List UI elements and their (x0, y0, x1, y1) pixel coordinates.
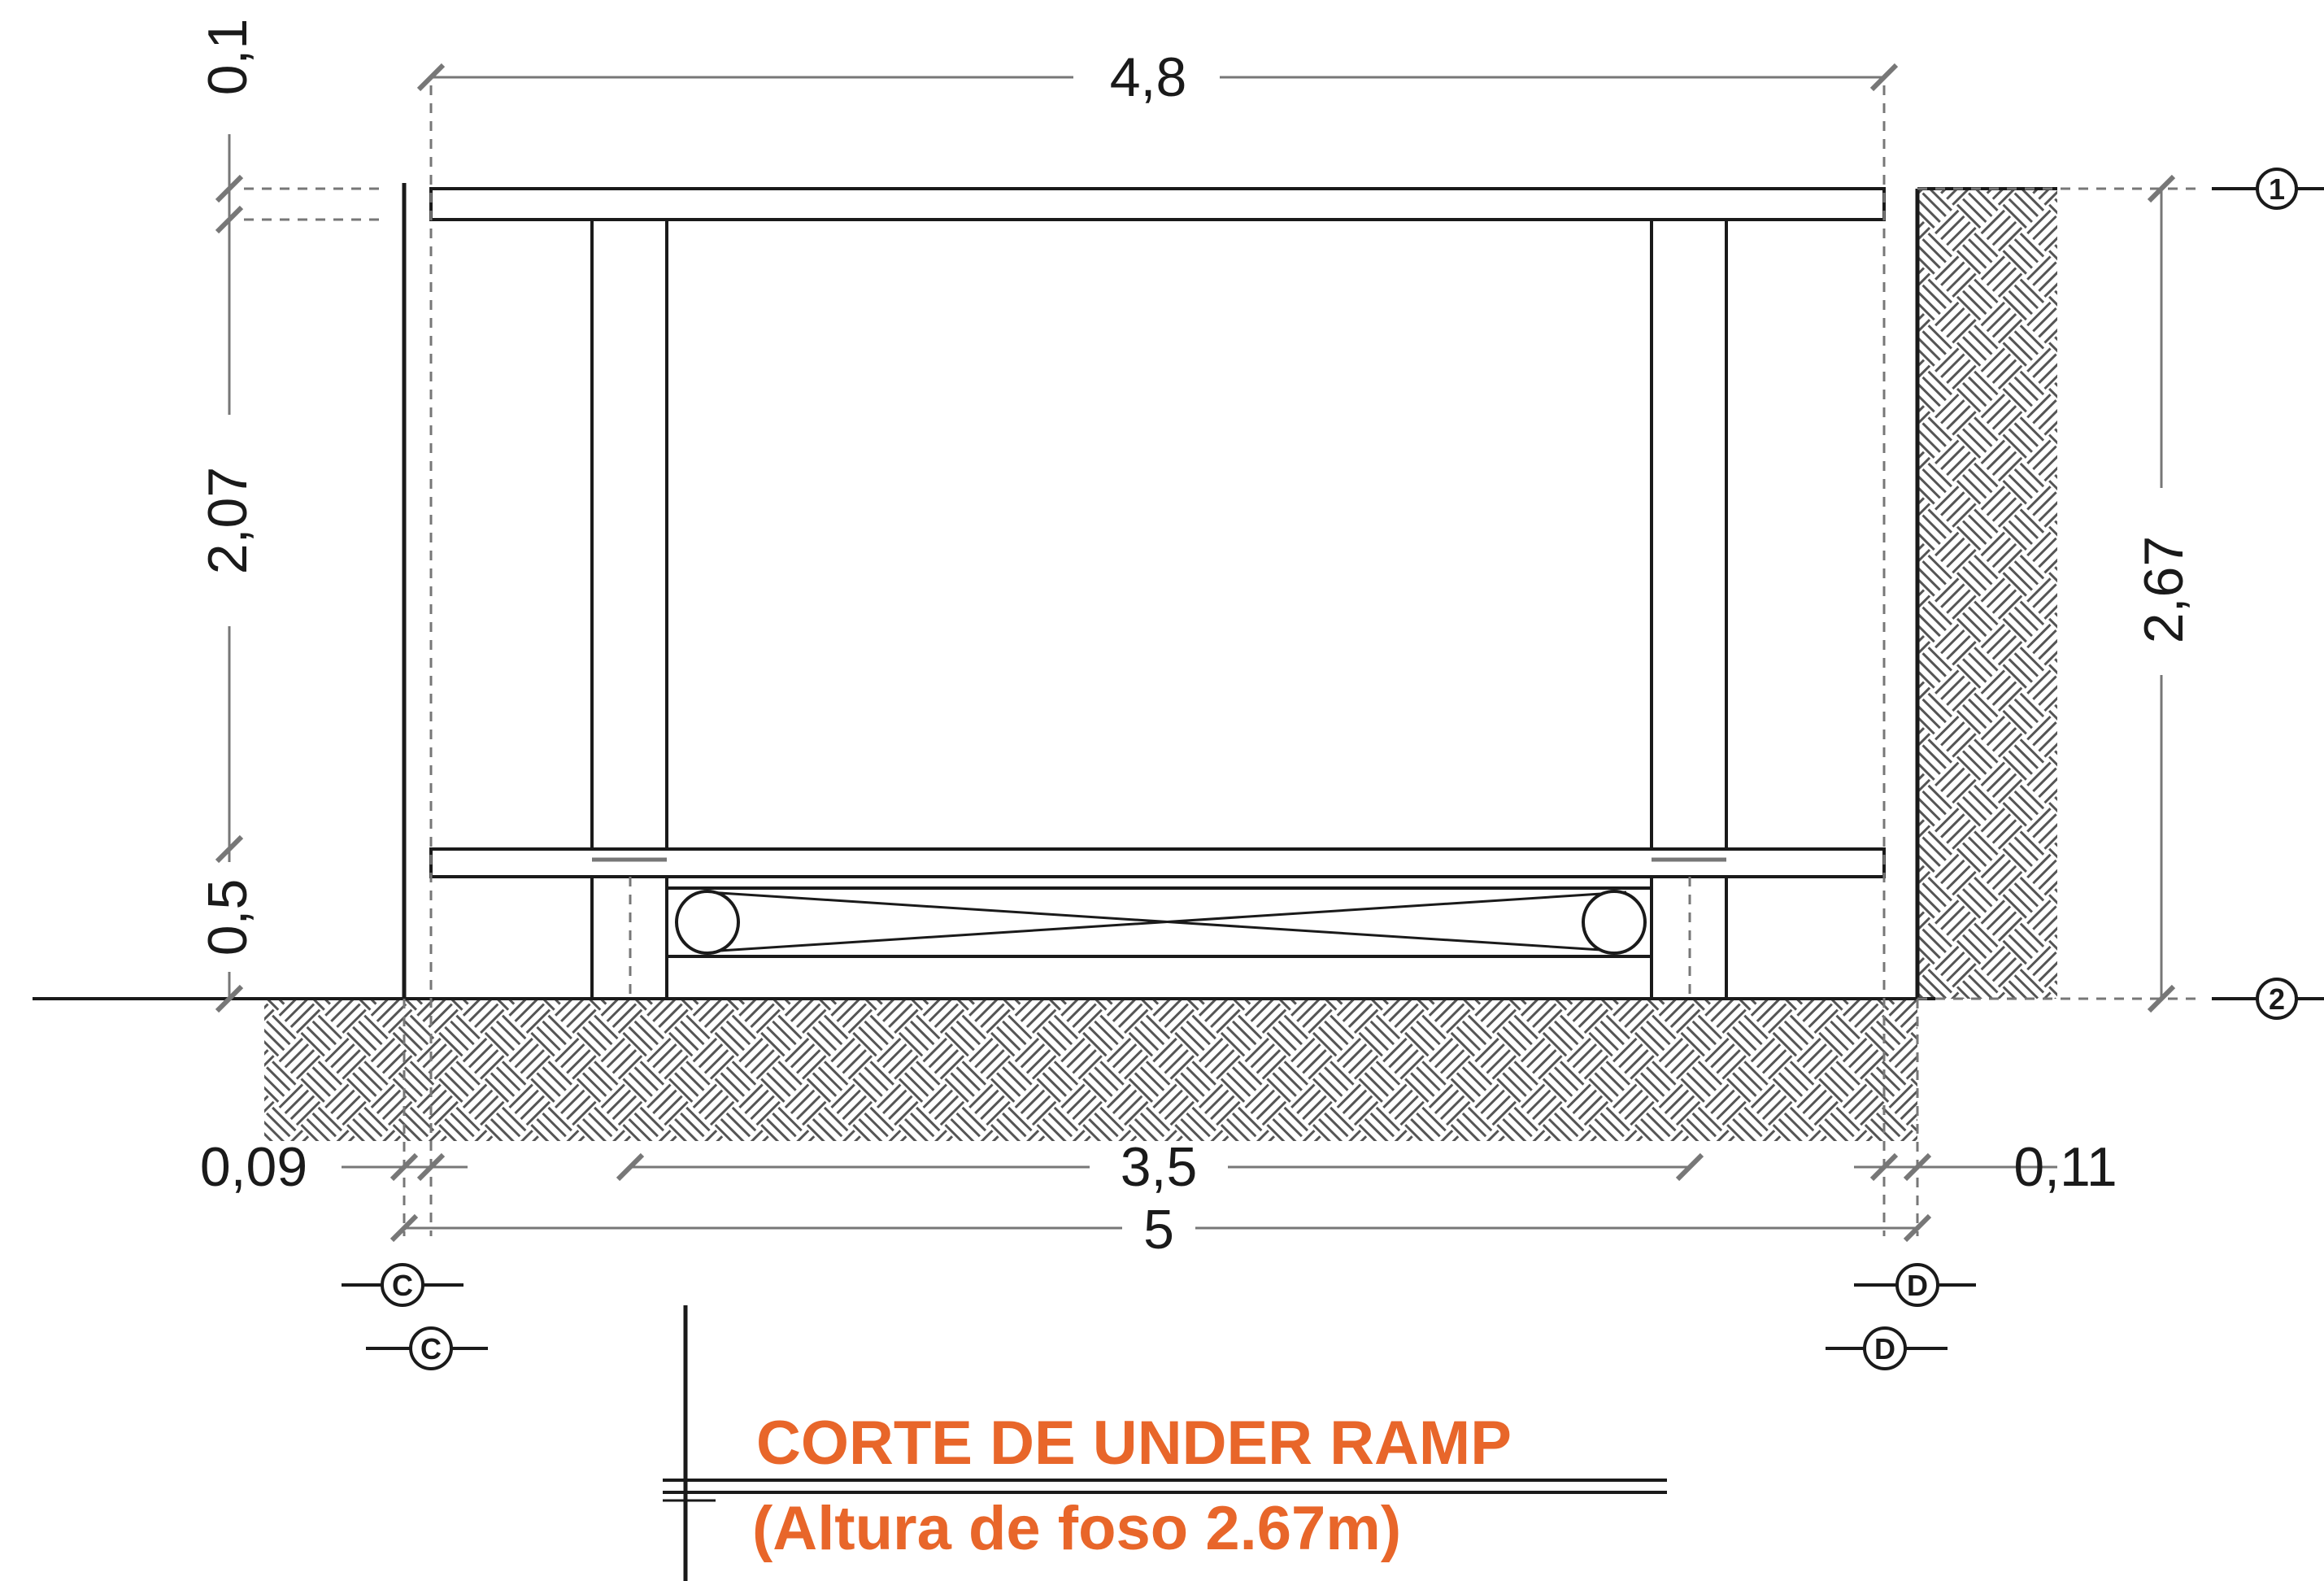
grid-marker-d-top (1895, 1263, 1939, 1307)
level-marker-2-label: 2 (2269, 982, 2285, 1016)
soil-ground (264, 999, 1917, 1141)
level-marker-1-label: 1 (2269, 172, 2285, 206)
scissor-roller-right (1582, 890, 1647, 955)
grid-marker-c-top (381, 1263, 424, 1307)
soil-right-wall (1917, 189, 2057, 999)
dim-left-base: 0,5 (197, 879, 259, 956)
diagram-title: CORTE DE UNDER RAMP (756, 1409, 1512, 1478)
dim-left-height: 2,07 (197, 467, 259, 574)
dim-right-height: 2,67 (2133, 536, 2195, 643)
scissor-arm-2 (707, 891, 1627, 953)
dim-top-width: 4,8 (1110, 46, 1187, 108)
dim-bottom-mid: 3,5 (1121, 1136, 1198, 1198)
grid-marker-c-bottom-label: C (420, 1332, 442, 1365)
grid-marker-d-top-label: D (1907, 1269, 1928, 1302)
lower-platform (429, 847, 1886, 878)
grid-marker-c-bottom (409, 1326, 453, 1370)
left-column-upper (590, 218, 668, 851)
level-marker-1 (2212, 168, 2324, 210)
scissor-roller-left (675, 890, 740, 955)
grid-marker-d-bottom (1863, 1326, 1907, 1370)
diagram-subtitle: (Altura de foso 2.67m) (752, 1494, 1401, 1563)
dim-bottom-right: 0,11 (2013, 1136, 2117, 1198)
level-marker-2 (2212, 978, 2324, 1020)
top-platform (429, 187, 1886, 221)
dim-top-gap: 0,1 (197, 19, 259, 96)
grid-marker-c-top-label: C (392, 1269, 413, 1302)
dim-bottom-total: 5 (1143, 1199, 1174, 1261)
grid-marker-d-bottom-label: D (1874, 1332, 1895, 1365)
right-column-upper (1650, 218, 1728, 851)
dim-bottom-left: 0,09 (200, 1136, 307, 1198)
